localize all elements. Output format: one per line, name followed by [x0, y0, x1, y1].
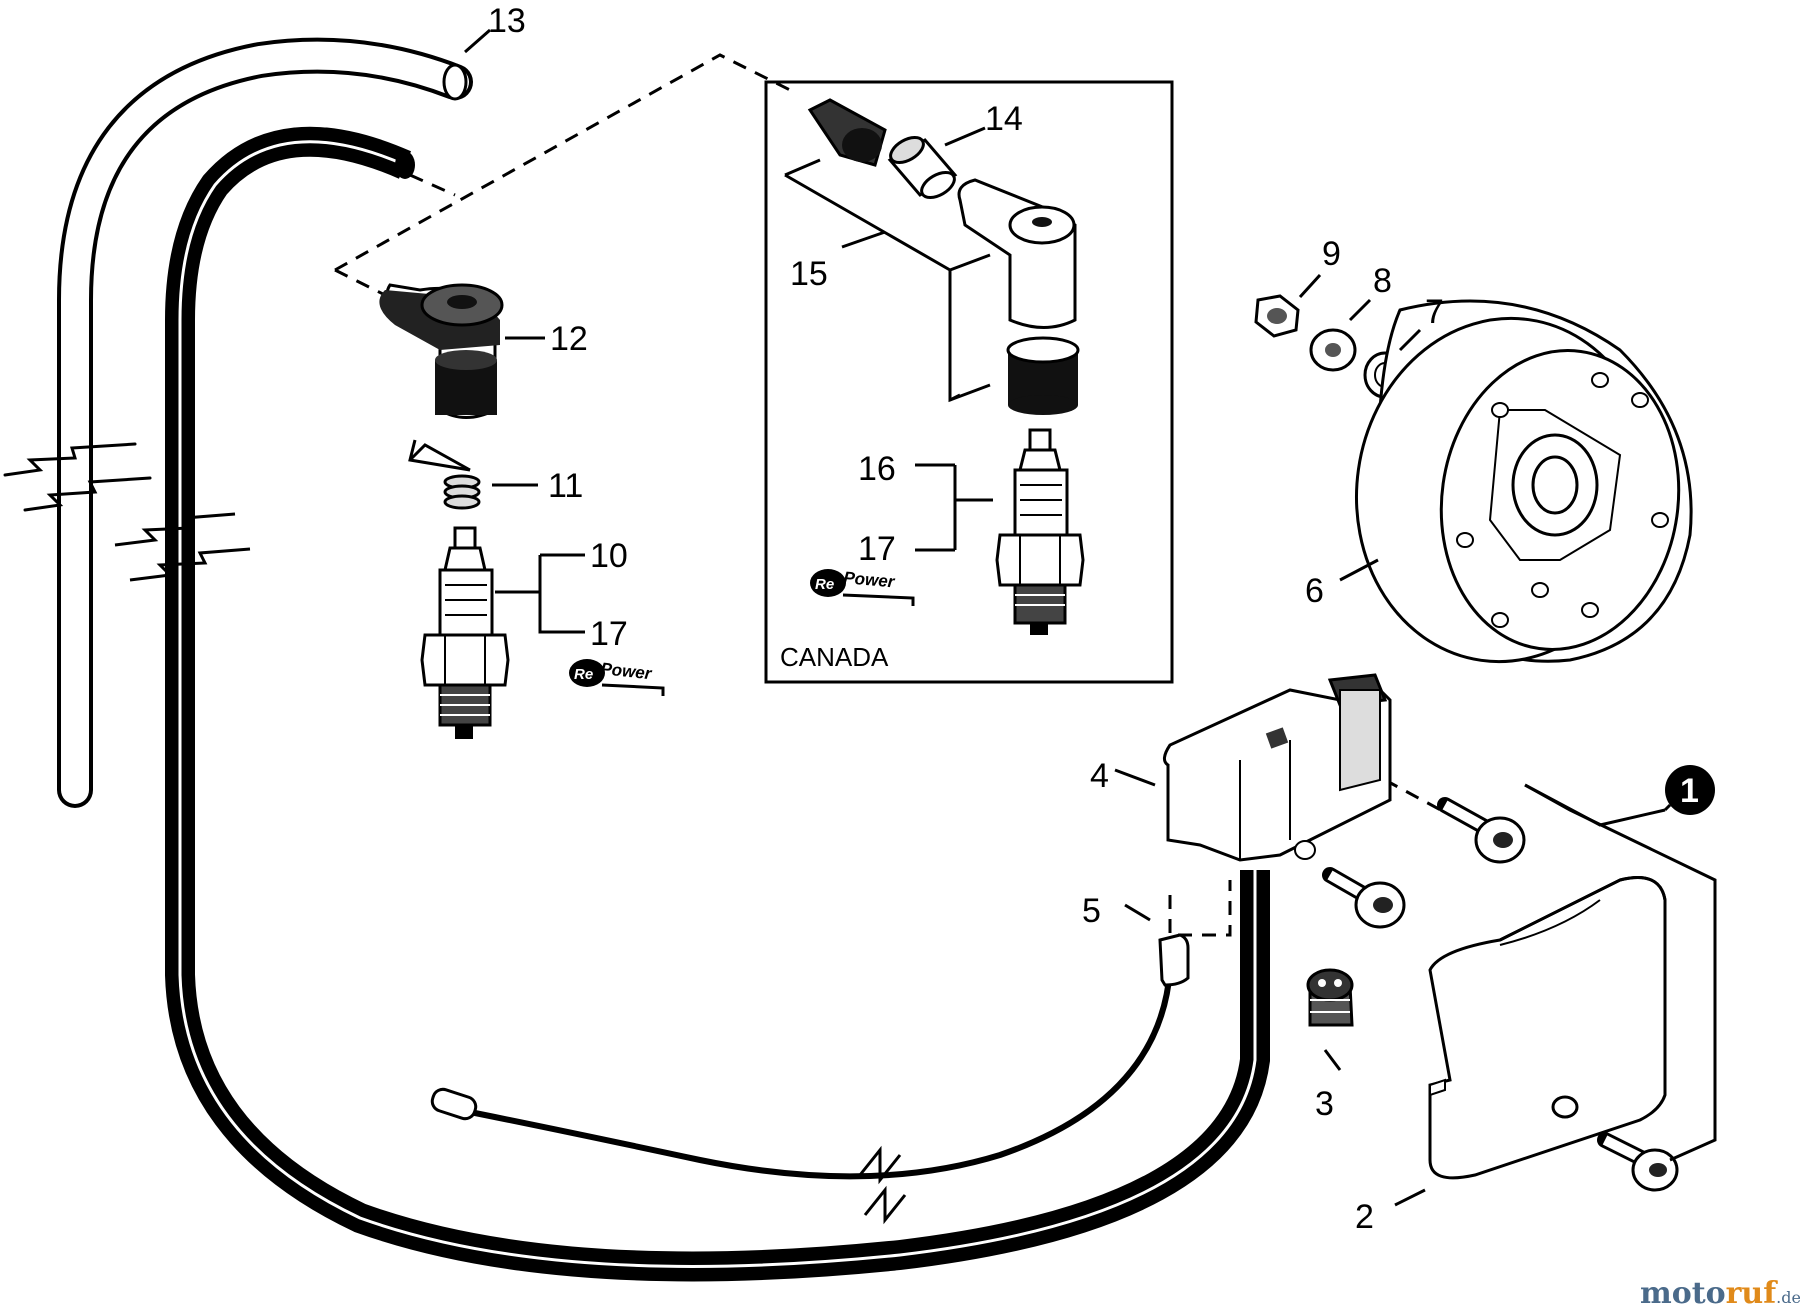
- callout-14: 14: [985, 100, 1023, 138]
- spring-clip-11: [408, 439, 481, 510]
- ignition-cable: [114, 126, 1270, 1282]
- kit-marker-circle: [1665, 765, 1715, 815]
- callout-9: 9: [1322, 235, 1341, 273]
- terminal-5: [1158, 933, 1190, 987]
- callout-2: 2: [1355, 1198, 1374, 1236]
- boot-ring: [1006, 336, 1080, 415]
- spark-plug-10: [420, 526, 510, 739]
- nut-9: [1254, 294, 1300, 338]
- repower-logo: Re Power: [569, 659, 665, 696]
- callout-5: 5: [1082, 892, 1101, 930]
- logo-suffix: Power: [600, 659, 654, 683]
- spark-plug-16: [995, 428, 1085, 635]
- screw-lower: [1322, 867, 1406, 929]
- kit-bracket: [1524, 783, 1717, 1162]
- angled-boot: [957, 178, 1077, 329]
- flywheel-6: [1354, 299, 1693, 664]
- boot-sleeve-14: [887, 136, 958, 199]
- spark-plug-boot-12: [379, 283, 504, 419]
- washer-8: [1309, 328, 1357, 372]
- callout-1: 1: [1680, 772, 1699, 810]
- watermark-part1: moto: [1640, 1276, 1726, 1311]
- repower-logo-inset: Re Power: [810, 568, 915, 606]
- callout-17-inset: 17: [858, 530, 896, 568]
- boot-grommet: [807, 98, 887, 167]
- logo-prefix: Re: [574, 666, 593, 683]
- screw-upper: [1437, 797, 1526, 864]
- canada-inset: CANADA: [764, 80, 1174, 684]
- callout-labels: 13 14 15 12 11 10 17 16 17 9 8 7 6 4 5 3…: [488, 2, 1715, 1236]
- callout-11: 11: [548, 467, 583, 505]
- callout-7: 7: [1425, 293, 1444, 331]
- callout-3: 3: [1315, 1085, 1334, 1123]
- watermark-part2: ruf: [1726, 1276, 1779, 1311]
- watermark: motoruf.de: [1640, 1276, 1800, 1311]
- leader-lines: [464, 28, 1672, 1207]
- callout-16: 16: [858, 450, 896, 488]
- grommet-3: [1306, 968, 1354, 1027]
- callout-17-left: 17: [590, 615, 628, 653]
- ground-wire: [430, 969, 1173, 1225]
- ignition-module-4: [1163, 673, 1392, 862]
- inset-label: CANADA: [780, 642, 889, 672]
- screw-cover: [1597, 1132, 1679, 1192]
- logo-inset-suffix: Power: [843, 568, 897, 591]
- watermark-text: motoruf.de: [1640, 1276, 1800, 1311]
- callout-15: 15: [790, 255, 828, 293]
- callout-13: 13: [488, 2, 526, 40]
- callout-8: 8: [1373, 262, 1392, 300]
- watermark-part3: .de: [1776, 1288, 1800, 1307]
- callout-6: 6: [1305, 572, 1324, 610]
- callout-10: 10: [590, 537, 628, 575]
- module-cover-2: [1428, 876, 1667, 1180]
- callout-4: 4: [1090, 757, 1109, 795]
- logo-inset-prefix: Re: [815, 576, 834, 593]
- callout-12: 12: [550, 320, 588, 358]
- fuel-hose-13: [3, 37, 473, 808]
